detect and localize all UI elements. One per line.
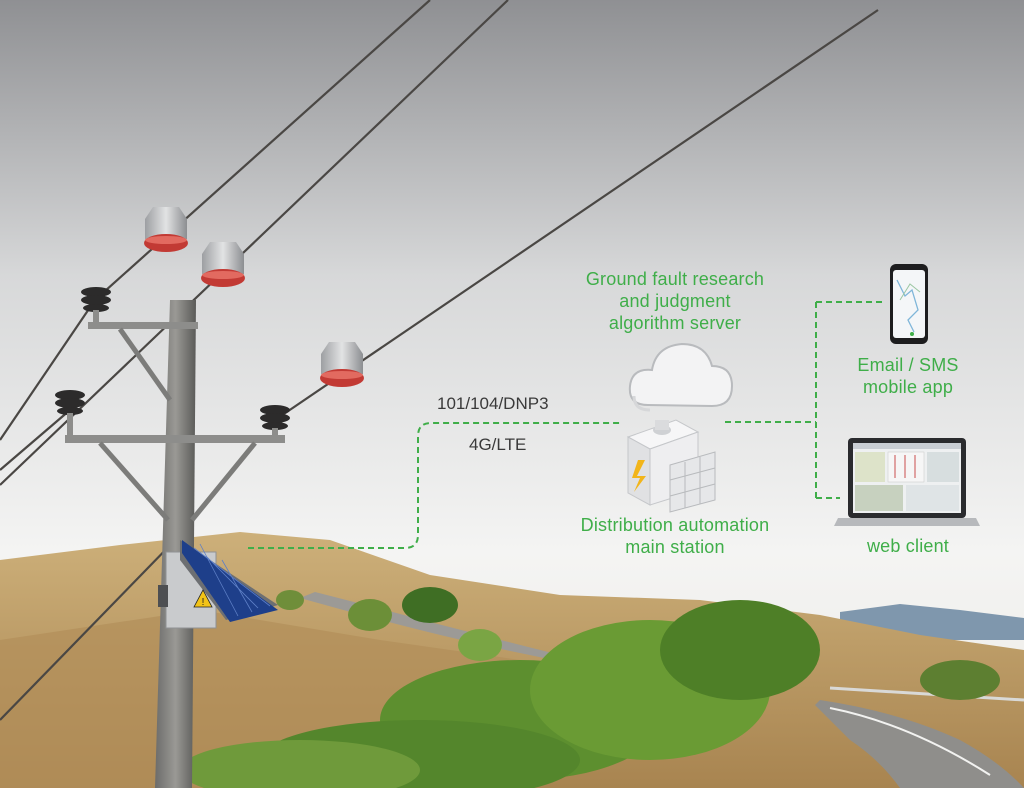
communication-links bbox=[248, 301, 882, 549]
mobile-label-line1: Email / SMS bbox=[857, 355, 959, 375]
fault-indicator bbox=[201, 242, 245, 287]
fault-indicator bbox=[144, 207, 188, 252]
server-cabinet-icon bbox=[626, 419, 716, 513]
road-marking bbox=[829, 707, 991, 776]
server-label-line1: Ground fault research bbox=[585, 269, 765, 289]
station-label: Distribution automation main station bbox=[555, 514, 795, 558]
mobile-app-label: Email / SMS mobile app bbox=[838, 354, 978, 398]
power-lines bbox=[0, 0, 879, 721]
road-curve bbox=[815, 700, 1024, 788]
station-label-line1: Distribution automation bbox=[580, 515, 770, 535]
web-client-label: web client bbox=[838, 535, 978, 557]
laptop-icon bbox=[834, 438, 980, 526]
cloud-icon bbox=[628, 342, 734, 412]
utility-pole bbox=[65, 300, 285, 788]
server-label-line3: algorithm server bbox=[608, 313, 742, 333]
insulators bbox=[55, 287, 290, 436]
mobile-label-line2: mobile app bbox=[862, 377, 954, 397]
solar-panel-icon bbox=[182, 540, 278, 622]
solar-collector-unit: ! bbox=[158, 540, 278, 629]
vegetation bbox=[180, 587, 1000, 788]
web-label-text: web client bbox=[866, 536, 950, 556]
network-label: 4G/LTE bbox=[469, 435, 527, 454]
server-label-line2: and judgment bbox=[619, 291, 731, 311]
server-label: Ground fault research and judgment algor… bbox=[565, 268, 785, 334]
protocol-label: 101/104/DNP3 bbox=[437, 394, 549, 413]
station-label-line2: main station bbox=[625, 537, 725, 557]
warning-triangle-icon: ! bbox=[193, 589, 213, 608]
svg-text:!: ! bbox=[202, 597, 205, 608]
link-collector-to-station bbox=[248, 422, 620, 549]
guardrail bbox=[829, 686, 1024, 702]
smartphone-icon bbox=[890, 264, 928, 344]
fault-indicator bbox=[320, 342, 364, 387]
